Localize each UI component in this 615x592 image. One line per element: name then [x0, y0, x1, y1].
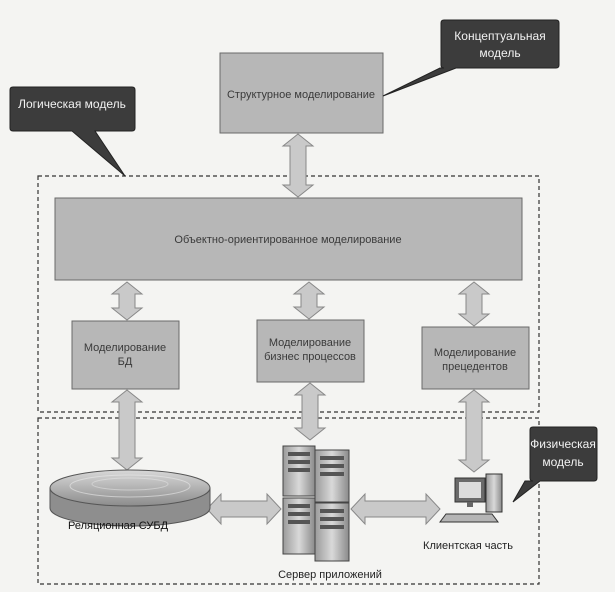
- structural-modeling-box: Структурное моделирование: [219, 52, 384, 134]
- physical-model-label-line2: модель: [542, 455, 583, 469]
- server-unit-3: [282, 497, 316, 555]
- app-server-label: Сервер приложений: [278, 569, 382, 581]
- precedent-modeling-label-line1: Моделирование: [434, 347, 516, 359]
- business-modeling-label-line1: Моделирование: [269, 337, 351, 349]
- conceptual-model-callout: Концептуальная модель: [382, 19, 560, 97]
- db-modeling-label-line2: БД: [118, 356, 133, 368]
- physical-model-region: [37, 417, 540, 585]
- conceptual-model-label-line2: модель: [479, 46, 520, 60]
- arrow-server-to-client: [350, 492, 441, 526]
- logical-model-callout: Логическая модель: [9, 86, 136, 177]
- arrow-precedent-modeling-to-client: [457, 389, 491, 473]
- app-server-icon: [282, 445, 350, 562]
- arrow-oo-to-precedent-modeling: [457, 281, 491, 327]
- arrow-db-modeling-to-rdbms: [110, 389, 144, 471]
- horizontal-arrows: [206, 492, 441, 526]
- arrow-business-modeling-to-server: [293, 382, 327, 441]
- server-unit-1: [282, 445, 316, 497]
- db-modeling-box: Моделирование БД: [71, 320, 180, 390]
- client-label: Клиентская часть: [423, 540, 513, 552]
- client-computer-icon: [439, 473, 503, 523]
- structural-modeling-label: Структурное моделирование: [227, 89, 375, 101]
- arrow-oo-to-db-modeling: [110, 281, 144, 321]
- arrow-rdbms-to-server: [206, 492, 282, 526]
- rdbms-label: Реляционная СУБД: [68, 520, 169, 532]
- physical-model-label-line1: Физическая: [530, 437, 596, 451]
- arrow-oo-to-business-modeling: [292, 281, 326, 320]
- vertical-arrows: [110, 133, 491, 473]
- precedent-modeling-label-line2: прецедентов: [442, 361, 508, 373]
- business-modeling-box: Моделирование бизнес процессов: [256, 319, 365, 383]
- conceptual-model-label-line1: Концептуальная: [454, 29, 545, 43]
- server-unit-4: [314, 502, 350, 562]
- object-oriented-modeling-box: Объектно-ориентированное моделирование: [54, 197, 523, 281]
- logical-model-region: [37, 175, 540, 413]
- server-unit-2: [314, 449, 350, 503]
- physical-model-callout: Физическая модель: [512, 426, 598, 503]
- db-modeling-label-line1: Моделирование: [84, 342, 166, 354]
- business-modeling-label-line2: бизнес процессов: [264, 351, 356, 363]
- precedent-modeling-box: Моделирование прецедентов: [421, 326, 530, 390]
- rdbms-icon: [49, 469, 211, 527]
- arrow-structural-to-oo: [281, 133, 315, 198]
- object-oriented-modeling-label: Объектно-ориентированное моделирование: [174, 234, 401, 246]
- logical-model-label: Логическая модель: [18, 97, 126, 111]
